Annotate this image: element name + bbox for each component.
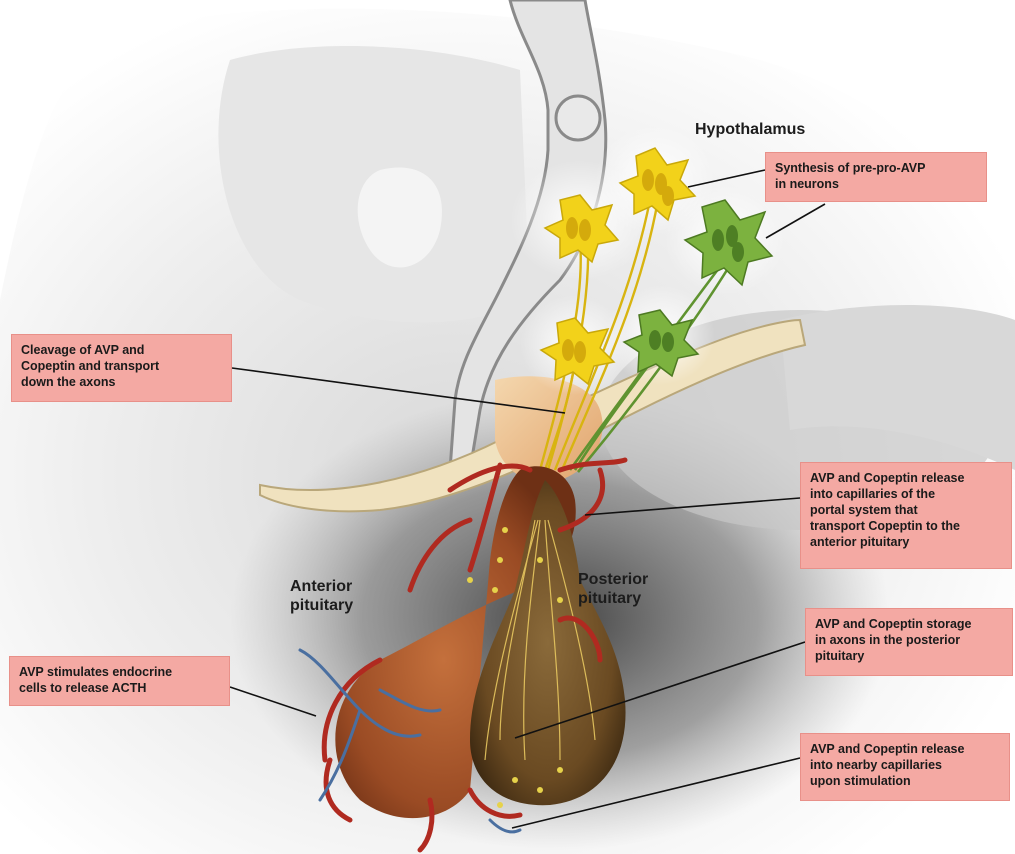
callout-synthesis: Synthesis of pre-pro-AVP in neurons [765,152,987,202]
callout-cleavage: Cleavage of AVP and Copeptin and transpo… [11,334,232,402]
callout-nearby-release: AVP and Copeptin release into nearby cap… [800,733,1010,801]
callout-acth: AVP stimulates endocrine cells to releas… [9,656,230,706]
anterior-pituitary-label: Anterior pituitary [290,577,353,615]
posterior-pituitary-label: Posterior pituitary [578,570,648,608]
callout-portal-release: AVP and Copeptin release into capillarie… [800,462,1012,569]
callout-storage: AVP and Copeptin storage in axons in the… [805,608,1013,676]
hypothalamus-label: Hypothalamus [695,120,805,139]
